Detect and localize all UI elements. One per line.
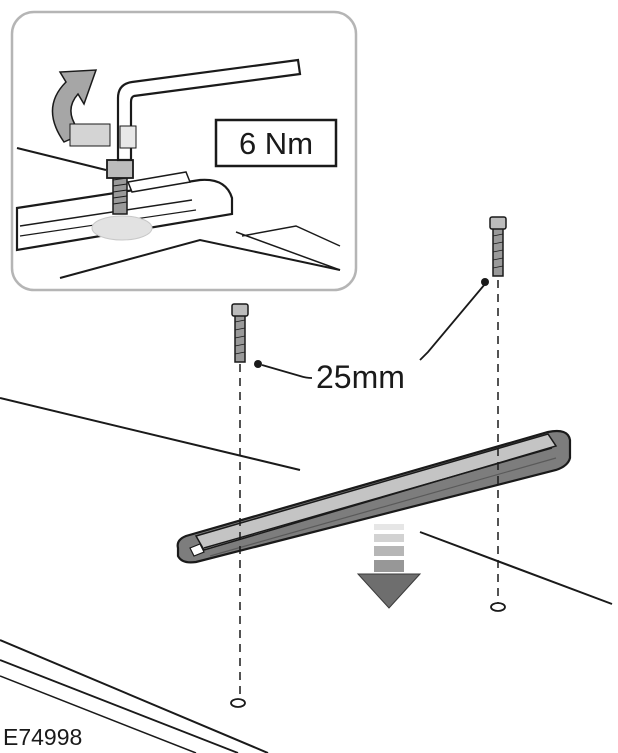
roof-line-right xyxy=(419,531,613,605)
inset-roof-edge xyxy=(16,147,107,171)
reference-code: E74998 xyxy=(3,724,82,750)
roof-rail xyxy=(176,429,572,564)
hex-key-icon xyxy=(116,58,302,162)
left-bolt-dot xyxy=(254,360,262,368)
down-arrow-icon xyxy=(356,524,422,609)
torque-callout: 6 Nm xyxy=(214,118,338,168)
bolt-length-label: 25mm xyxy=(316,359,405,395)
left-mount-hole xyxy=(230,698,246,708)
roof-lower-edge-1 xyxy=(0,639,269,753)
rotate-arrow-icon xyxy=(51,69,137,149)
rail-top-face xyxy=(194,433,558,551)
leader-left xyxy=(261,364,313,379)
roof-edge-line xyxy=(0,397,301,471)
rail-end-notch xyxy=(189,543,205,557)
torque-label: 6 Nm xyxy=(239,126,313,161)
roof-panel xyxy=(0,397,613,753)
inset-rail-channel xyxy=(126,171,192,193)
left-bolt-head xyxy=(231,303,249,317)
inset-washer xyxy=(91,215,153,241)
leader-right xyxy=(419,283,486,361)
torque-box xyxy=(214,118,338,168)
rail-groove xyxy=(203,447,553,549)
detail-inset: 6 Nm xyxy=(10,10,358,292)
right-mount-hole xyxy=(490,602,506,612)
inset-rail-groove xyxy=(19,199,193,227)
inset-rail xyxy=(15,178,234,252)
inset-roof-line xyxy=(59,238,341,279)
right-bolt-dot xyxy=(481,278,489,286)
inset-slot xyxy=(241,225,341,247)
roof-lower-edge-3 xyxy=(0,675,197,753)
bolt-length-callout: 25mm xyxy=(261,283,486,395)
left-bolt-assembly xyxy=(230,303,262,708)
inset-bolt-head xyxy=(106,159,134,179)
inset-roof-line-2 xyxy=(235,231,341,271)
right-bolt-assembly xyxy=(481,216,507,612)
roof-lower-edge-2 xyxy=(0,659,239,753)
rail-groove-2 xyxy=(209,457,557,557)
right-bolt-head xyxy=(489,216,507,230)
